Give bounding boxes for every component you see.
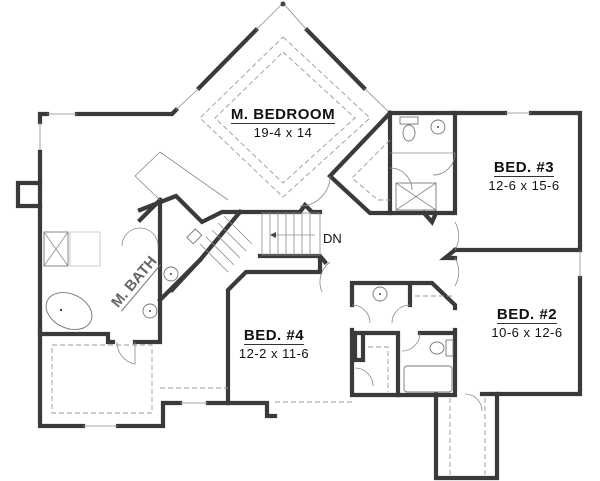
exterior-walls [15,1,583,481]
room-dimensions: 12-6 x 15-6 [488,178,560,193]
room-label-bed-2: BED. #2 10-6 x 12-6 [484,307,570,339]
staircase [199,212,321,273]
room-label-bed-4: BED. #4 12-2 x 11-6 [234,328,314,360]
door-swings [116,152,483,412]
fixtures [43,116,486,476]
room-label-bed-3: BED. #3 12-6 x 15-6 [481,160,567,192]
room-name: BED. #4 [243,327,305,345]
ceiling-outline [199,36,371,198]
room-name: M. BEDROOM [230,106,336,124]
room-name: BED. #2 [496,306,558,324]
room-dimensions: 12-2 x 11-6 [238,346,310,361]
stair-down-label: DN [323,231,342,246]
room-name: BED. #3 [493,159,555,177]
room-dimensions: 10-6 x 12-6 [491,325,563,340]
room-label-master-bedroom: M. BEDROOM 19-4 x 14 [226,107,340,139]
room-dimensions: 19-4 x 14 [253,125,313,140]
interior-walls [137,110,458,398]
